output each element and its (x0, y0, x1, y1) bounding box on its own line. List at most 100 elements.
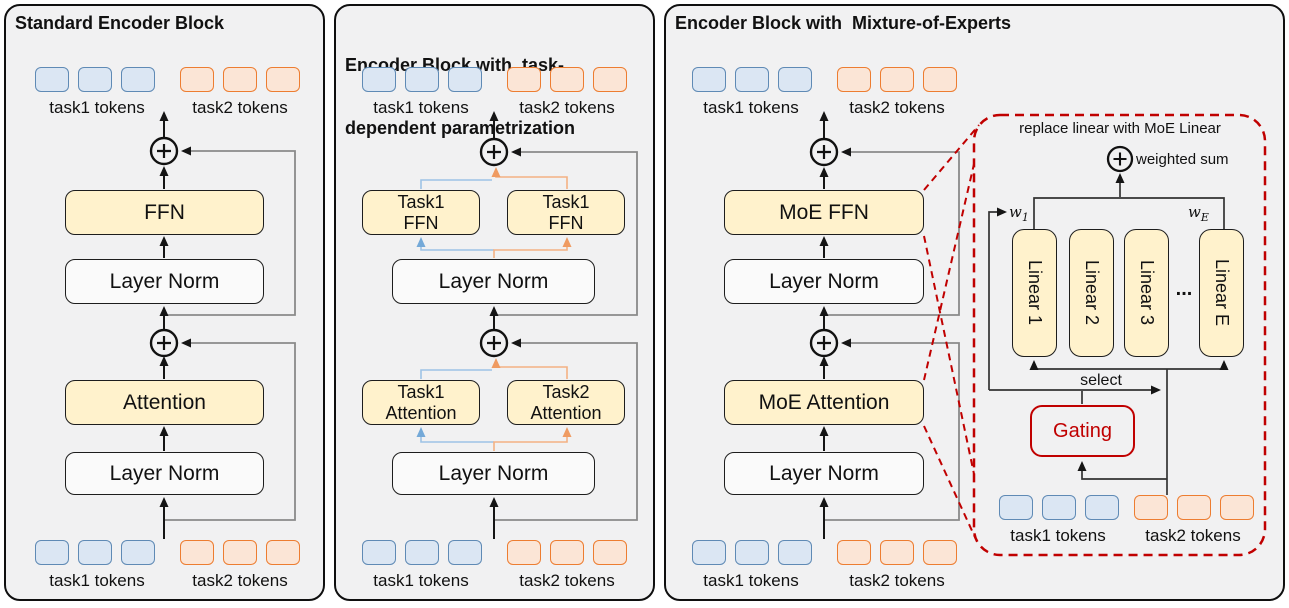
select-label: select (1080, 372, 1122, 389)
panel-standard-encoder: Standard Encoder Block task1 tokens task… (4, 4, 325, 601)
weight-wE-label: wE (1188, 203, 1209, 224)
layer-norm-block: Layer Norm (724, 259, 924, 304)
token-square (507, 540, 541, 565)
task2-tokens-label: task2 tokens (519, 571, 615, 590)
task1-token-row (35, 540, 155, 565)
task1-token-row (692, 67, 812, 92)
token-square (880, 67, 914, 92)
linear-3-expert-block: Linear 3 (1124, 229, 1169, 357)
panel-moe-encoder: Encoder Block with Mixture-of-Experts ta… (664, 4, 1285, 601)
token-square (735, 67, 769, 92)
ffn-block: FFN (65, 190, 264, 235)
token-square (362, 540, 396, 565)
weighted-sum-label: weighted sum (1136, 151, 1229, 168)
token-square (880, 540, 914, 565)
task1-token-row (362, 67, 482, 92)
task1-tokens-label: task1 tokens (373, 98, 469, 117)
task1-token-row (35, 67, 155, 92)
panel1-wires (149, 111, 296, 539)
gating-block: Gating (1030, 405, 1135, 457)
task1-tokens-label: task1 tokens (49, 571, 145, 590)
layer-norm-block: Layer Norm (65, 259, 264, 304)
panel3-title: Encoder Block with Mixture-of-Experts (675, 13, 1012, 33)
token-square (448, 67, 482, 92)
token-square (735, 540, 769, 565)
layer-norm-block: Layer Norm (65, 452, 264, 495)
add-icon (149, 328, 179, 358)
token-square (35, 540, 69, 565)
token-square (362, 67, 396, 92)
token-square (837, 540, 871, 565)
zoom-projection-lines (923, 124, 980, 547)
token-square (266, 540, 300, 565)
token-square (778, 67, 812, 92)
task2-tokens-label: task2 tokens (192, 571, 288, 590)
token-square (923, 67, 957, 92)
token-square (1042, 495, 1076, 520)
task2-token-row (837, 540, 957, 565)
attention-block: Attention (65, 380, 264, 425)
token-square (1134, 495, 1168, 520)
task2-token-row (507, 540, 627, 565)
panel-task-dependent-encoder: Encoder Block with task- dependent param… (334, 4, 655, 601)
add-icon (809, 328, 839, 358)
task1-tokens-label: task1 tokens (373, 571, 469, 590)
linear-1-expert-block: Linear 1 (1012, 229, 1057, 357)
token-square (692, 540, 726, 565)
token-square (448, 540, 482, 565)
token-square (35, 67, 69, 92)
token-square (923, 540, 957, 565)
token-square (593, 540, 627, 565)
add-icon (149, 136, 179, 166)
token-square (121, 67, 155, 92)
moe-attention-block: MoE Attention (724, 380, 924, 425)
task1-tokens-label: task1 tokens (703, 571, 799, 590)
token-square (121, 540, 155, 565)
layer-norm-block: Layer Norm (392, 452, 595, 495)
token-square (550, 67, 584, 92)
experts-ellipsis: ... (1175, 278, 1193, 300)
task1-token-row (692, 540, 812, 565)
task2-tokens-label: task2 tokens (1145, 526, 1241, 545)
layer-norm-block: Layer Norm (392, 259, 595, 304)
task2-tokens-label: task2 tokens (519, 98, 615, 117)
token-square (223, 67, 257, 92)
token-square (180, 540, 214, 565)
weight-w1-label: w1 (1009, 203, 1029, 224)
add-icon (809, 137, 839, 167)
moe-ffn-block: MoE FFN (724, 190, 924, 235)
token-square (405, 540, 439, 565)
linear-E-expert-block: Linear E (1199, 229, 1244, 357)
token-square (507, 67, 541, 92)
task2-tokens-label: task2 tokens (849, 98, 945, 117)
token-square (405, 67, 439, 92)
token-square (78, 67, 112, 92)
token-square (1177, 495, 1211, 520)
token-square (266, 67, 300, 92)
weighted-sum-add-icon (1106, 145, 1134, 173)
task2-token-row (180, 540, 300, 565)
token-square (692, 67, 726, 92)
task1-token-row (999, 495, 1119, 520)
token-square (550, 540, 584, 565)
token-square (1085, 495, 1119, 520)
panel1-title: Standard Encoder Block (15, 13, 225, 33)
task2-token-row (1134, 495, 1254, 520)
task1-tokens-label: task1 tokens (703, 98, 799, 117)
token-square (593, 67, 627, 92)
linear-2-expert-block: Linear 2 (1069, 229, 1114, 357)
task1-tokens-label: task1 tokens (49, 98, 145, 117)
token-square (180, 67, 214, 92)
token-square (837, 67, 871, 92)
task2-token-row (180, 67, 300, 92)
task2-tokens-label: task2 tokens (849, 571, 945, 590)
add-icon (479, 328, 509, 358)
task1-token-row (362, 540, 482, 565)
token-square (78, 540, 112, 565)
token-square (223, 540, 257, 565)
